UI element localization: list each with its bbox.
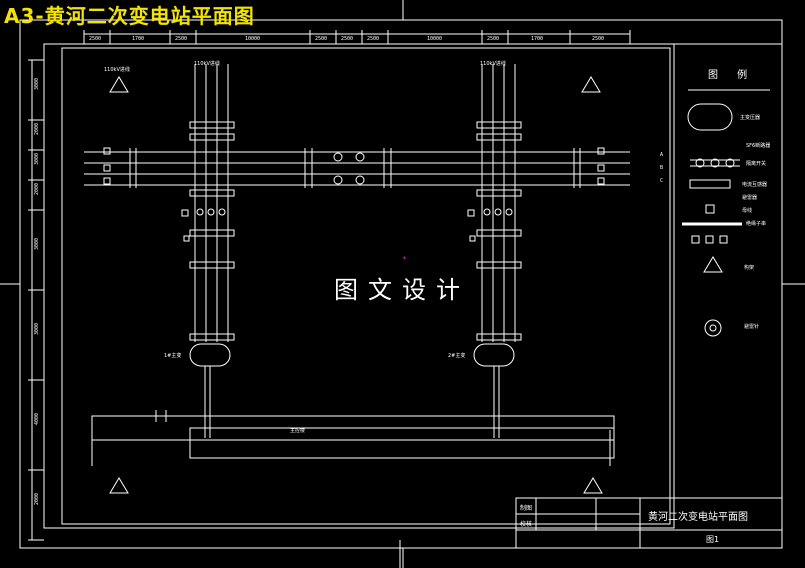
legend-item-bus: 母线 — [742, 208, 753, 214]
sheet-number: 图1 — [706, 535, 720, 544]
dimension-left-label: 4000 — [34, 413, 40, 425]
svg-text:*: * — [402, 255, 407, 264]
dimension-top-label: 1700 — [531, 36, 543, 42]
dimension-left-label: 2000 — [34, 183, 40, 195]
drawing-name: 黄河二次变电站平面图 — [648, 512, 748, 523]
bus-phase-label: C — [660, 178, 663, 184]
legend-item-ct: 电流互感器 — [742, 182, 768, 188]
incoming-label-mid: 110kV进线 — [194, 61, 220, 67]
dimension-left-label: 3000 — [34, 323, 40, 335]
legend-title: 图 例 — [708, 70, 756, 81]
dimension-top-label: 2500 — [89, 36, 101, 42]
dimension-top-label: 10000 — [245, 36, 260, 42]
bus-phase-label: A — [660, 152, 663, 158]
transformer-label-left: 1#主变 — [164, 353, 182, 359]
legend-item-arrester: 避雷器 — [742, 195, 758, 201]
legend-item-breaker: SF6断路器 — [746, 143, 771, 149]
dimension-left-label: 3000 — [34, 238, 40, 250]
dimension-top-label: 1700 — [132, 36, 144, 42]
dimension-top-label: 10000 — [427, 36, 442, 42]
dimension-top-label: 2500 — [175, 36, 187, 42]
dimension-top-label: 2500 — [592, 36, 604, 42]
dimension-top-label: 2500 — [367, 36, 379, 42]
dimension-top-label: 2500 — [487, 36, 499, 42]
dimension-left-label: 3000 — [34, 78, 40, 90]
legend-item-lightning-rod: 避雷针 — [744, 324, 760, 330]
tb-checked-label: 校核 — [520, 521, 533, 528]
dimension-left-label: 2000 — [34, 123, 40, 135]
legend-item-structure: 构架 — [744, 265, 755, 271]
dimension-top-label: 2500 — [341, 36, 353, 42]
incoming-label-left: 110kV进线 — [104, 67, 130, 73]
transformer-label-right: 2#主变 — [448, 353, 466, 359]
watermark-text: 图文设计 — [334, 276, 470, 304]
dimension-top-label: 2500 — [315, 36, 327, 42]
sheet-title: A3-黄河二次变电站平面图 — [4, 4, 255, 28]
legend-item-transformer: 主变压器 — [740, 115, 761, 121]
tb-designed-label: 制图 — [520, 505, 533, 512]
incoming-label-right: 110kV进线 — [480, 61, 506, 67]
dimension-left-label: 3000 — [34, 153, 40, 165]
legend-item-disconnector: 隔离开关 — [746, 161, 767, 167]
bus-phase-label: B — [660, 165, 663, 171]
control-room-label: 主控楼 — [290, 428, 306, 434]
dimension-left-label: 2000 — [34, 493, 40, 505]
legend-item-insulator: 绝缘子串 — [746, 221, 767, 227]
